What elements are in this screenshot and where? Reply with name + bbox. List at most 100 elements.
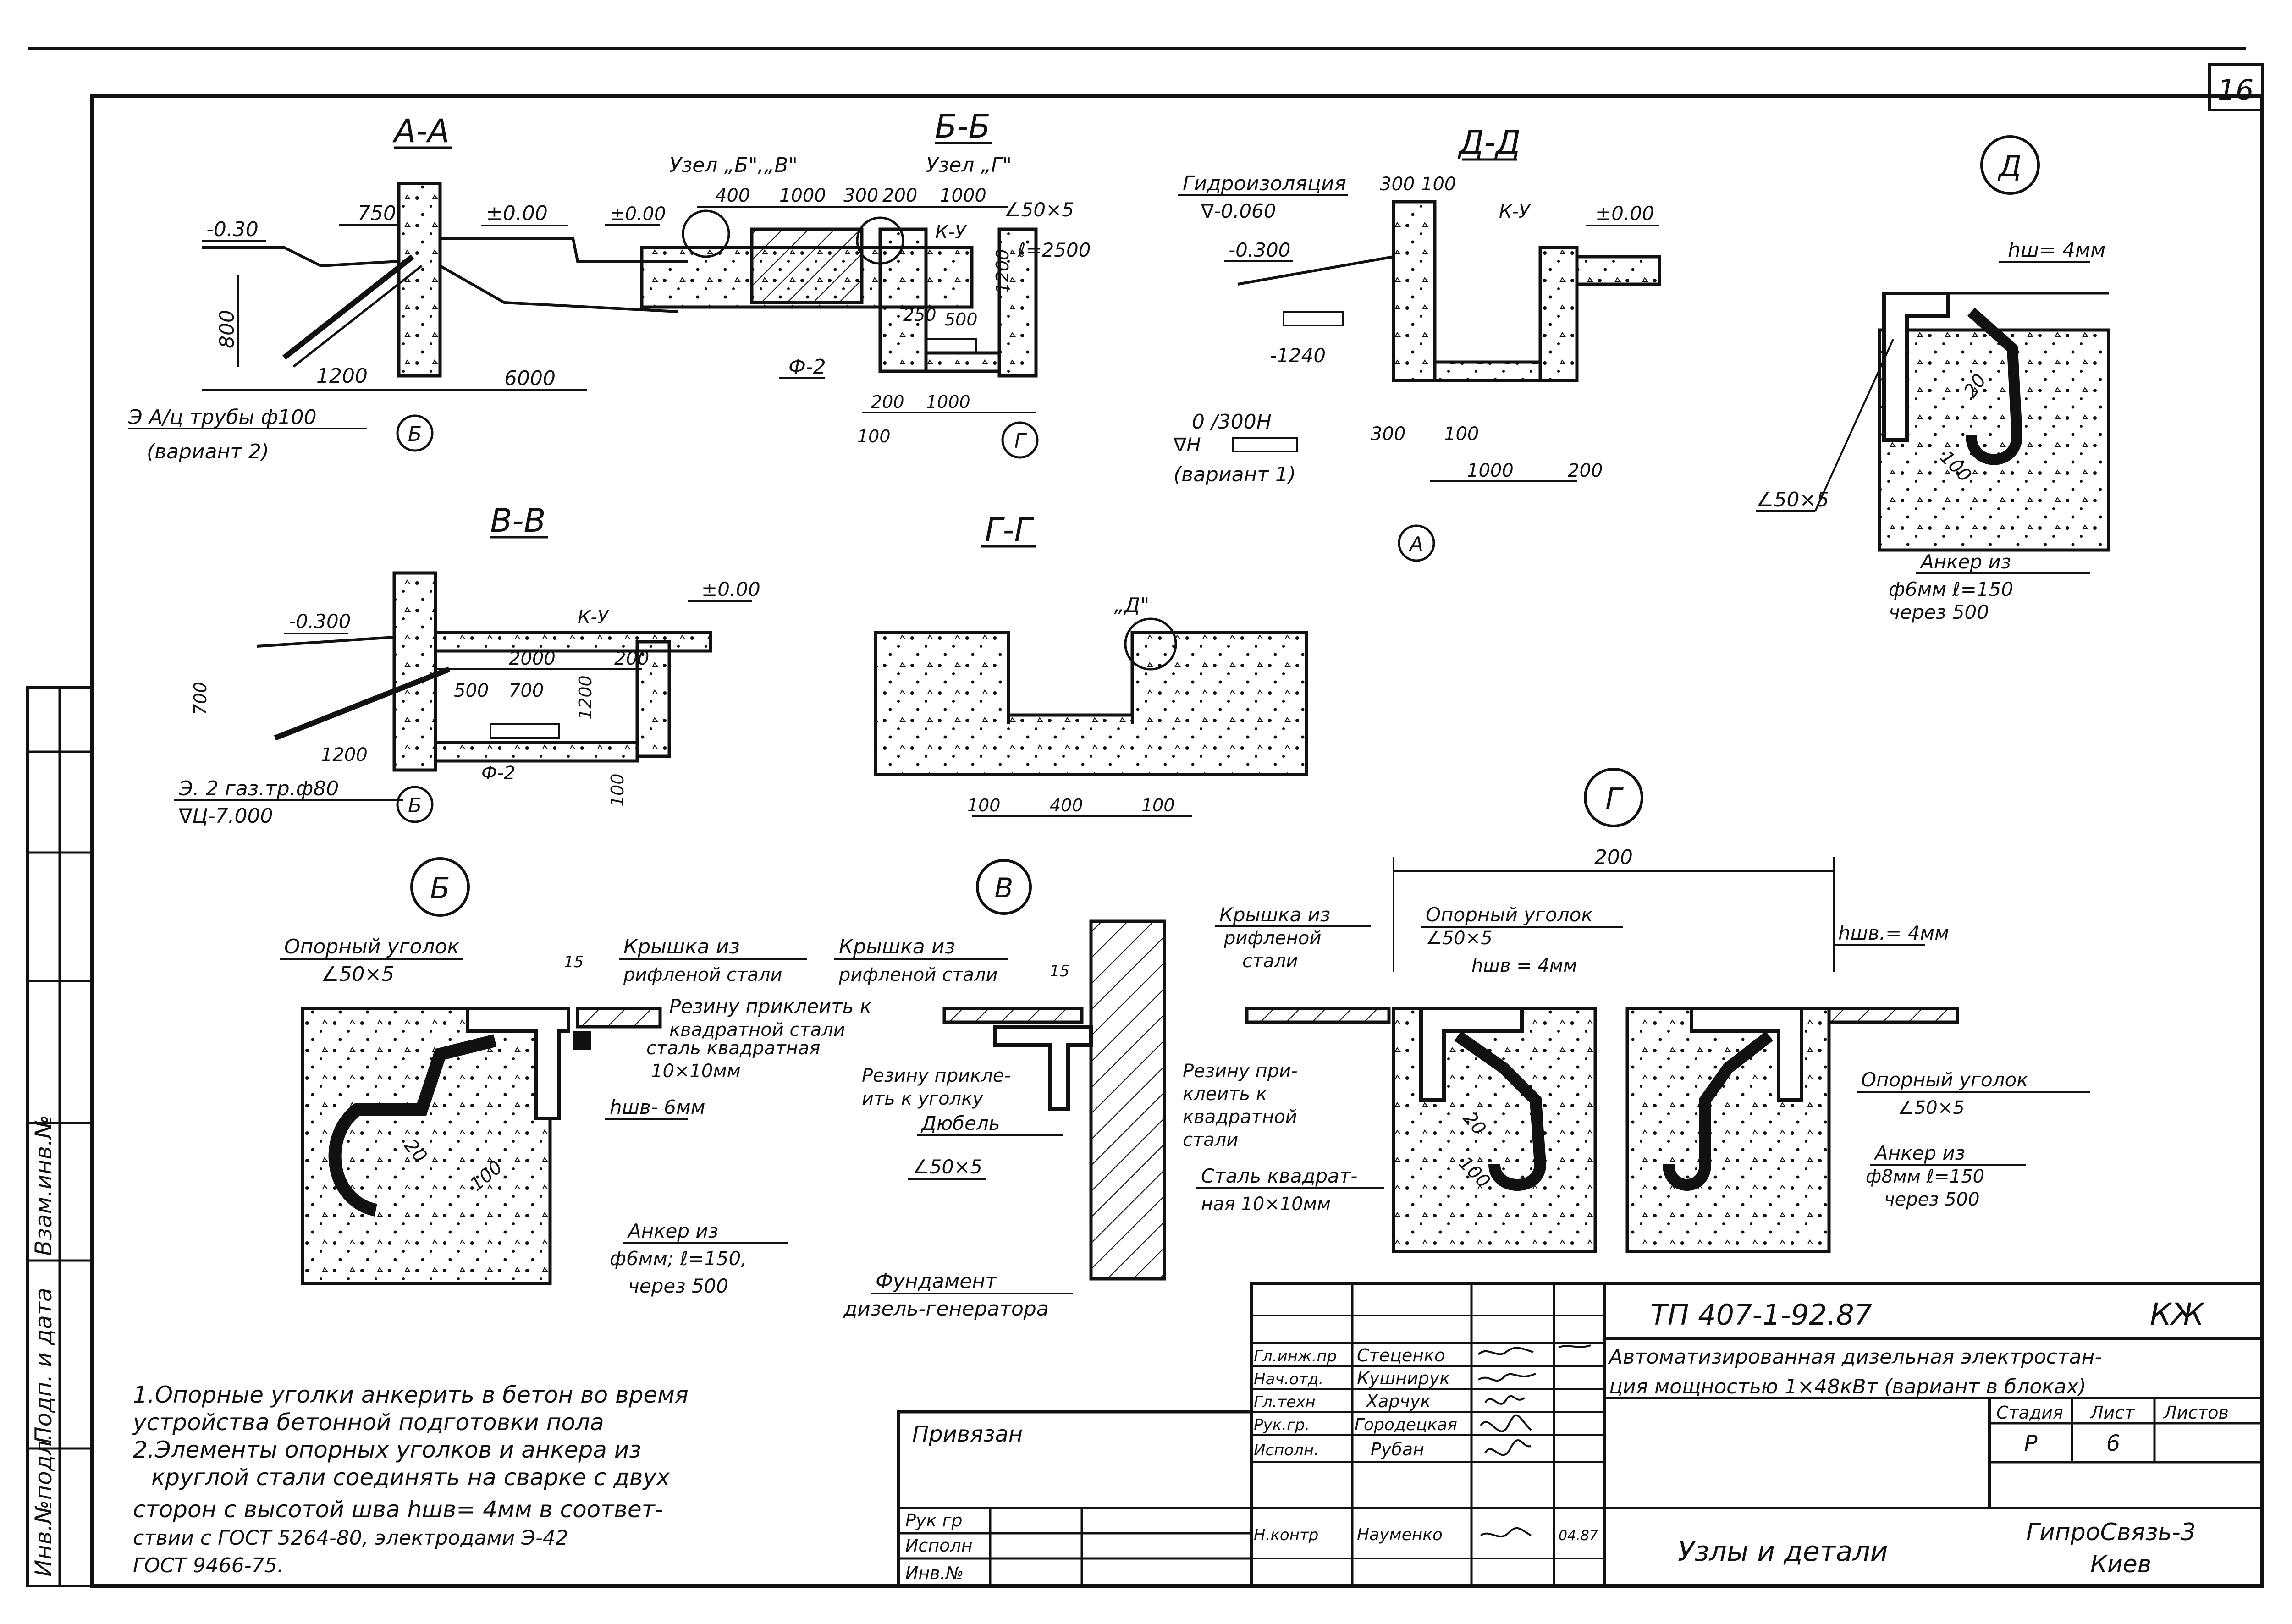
vv-dim-1200v: 1200 — [575, 675, 595, 720]
detail-v-dim15: 15 — [1050, 962, 1069, 980]
dd-note-variant: (вариант 1) — [1174, 463, 1296, 486]
stamp-sign: Подп. и дата — [30, 1288, 57, 1444]
gg-node: „Д" — [1114, 594, 1149, 617]
name-3: Харчук — [1365, 1391, 1431, 1411]
section-aa: А-А 750 ±0.00 -0.30 800 1200 6000 Э А/ц … — [128, 112, 688, 463]
bb-dim-1000c: 1000 — [926, 392, 970, 412]
section-dd: Д-Д Гидроизоляция ∇-0.060 300 100 ±0.00 … — [1173, 124, 1661, 562]
detail-g-header: Г 200 — [1393, 768, 1835, 972]
signatures — [1477, 1344, 1591, 1538]
detail-d-angle: ∠50×5 — [1756, 488, 1829, 512]
detail-b-angle-shape — [466, 1007, 570, 1120]
dd-level: ∇-0.060 — [1201, 200, 1276, 222]
doc-code: ТП 407-1-92.87 — [1650, 1298, 1872, 1332]
detail-g-anchor-3: через 500 — [1884, 1189, 1980, 1210]
vv-dim-1200: 1200 — [321, 744, 368, 765]
title-block: Привязан Рук гр Исполн Инв.№ Гл.инж.пр Н… — [897, 1282, 2264, 1588]
vv-slab — [434, 631, 712, 653]
dd-marker: А — [1408, 533, 1423, 556]
bb-level: ±0.00 — [610, 204, 666, 225]
section-vv: В-В -0.300 ±0.00 К-У 2000 200 500 700 12… — [174, 502, 760, 828]
detail-d-anchor-1: Анкер из — [1919, 551, 2011, 573]
bb-dim-1200: 1200 — [992, 249, 1013, 293]
detail-g-rubber-2: клеить к — [1183, 1084, 1267, 1105]
title-line-1: Автоматизированная дизельная электростан… — [1608, 1345, 2102, 1369]
detail-g-angle2: ∠50×5 — [1898, 1097, 1965, 1118]
bb-block — [750, 227, 864, 304]
detail-b-support: Опорный уголок — [284, 935, 459, 958]
detail-d-weld: hш= 4мм — [2008, 238, 2105, 262]
detail-b-lid-2: рифленой стали — [623, 964, 782, 985]
detail-b-angle: ∠50×5 — [321, 963, 394, 986]
detail-g-lid-left — [1245, 1007, 1391, 1024]
detail-g: Крышка из рифленой стали Опорный уголок … — [1183, 903, 2090, 1253]
dd-wall — [1392, 200, 1437, 382]
note-line-3: 2.Элементы опорных уголков и анкера из — [133, 1437, 641, 1463]
detail-v-angle: ∠50×5 — [912, 1156, 982, 1178]
detail-v-found-1: Фундамент — [876, 1270, 997, 1293]
detail-b-lid-1: Крышка из — [623, 935, 740, 958]
detail-b-label: Б — [430, 872, 450, 906]
vv-dim-100: 100 — [607, 773, 628, 807]
detail-b-lid — [576, 1007, 662, 1029]
detail-g-angle-right — [1690, 1007, 1803, 1102]
detail-g-rubber-3: квадратной — [1183, 1107, 1297, 1128]
gg-dim-100a: 100 — [967, 795, 1001, 815]
dd-note-0: 0 /300Н — [1192, 410, 1272, 434]
detail-v-foundation — [1089, 919, 1166, 1281]
detail-g-anchor-2: ф8мм ℓ=150 — [1866, 1166, 1984, 1187]
detail-d-anchor-2: ф6мм ℓ=150 — [1889, 578, 2013, 600]
privyazan-label: Привязан — [912, 1421, 1023, 1447]
name-5: Рубан — [1371, 1439, 1424, 1459]
detail-v-lid-2: рифленой стали — [838, 964, 997, 985]
aa-level-030: -0.30 — [206, 218, 259, 241]
vv-pipe — [274, 666, 451, 741]
bb-length: ℓ=2500 — [1017, 239, 1091, 261]
aa-dim-800: 800 — [215, 310, 239, 348]
detail-b: Б Опорный уголок ∠50×5 Крышка из рифлено… — [280, 857, 872, 1297]
privyazan-row-1: Рук гр — [905, 1510, 963, 1530]
bb-angle: ∠50×5 — [1004, 198, 1074, 221]
aa-note-variant: (вариант 2) — [147, 440, 269, 463]
bb-pit-wall — [997, 227, 1038, 378]
section-aa-title: А-А — [392, 112, 449, 150]
page-number-box: 16 — [2208, 63, 2264, 111]
detail-g-anchor-1: Анкер из — [1873, 1142, 1965, 1164]
sheets-header: Листов — [2163, 1403, 2229, 1423]
section-dd-title: Д-Д — [1458, 124, 1521, 161]
detail-g-angle-left — [1419, 1007, 1524, 1102]
dd-hydro: Гидроизоляция — [1183, 172, 1346, 195]
doc-mark: КЖ — [2150, 1297, 2205, 1332]
note-line-5: сторон с высотой шва hшв= 4мм в соответ- — [133, 1496, 663, 1523]
gg-slab — [874, 631, 1308, 776]
page-number: 16 — [2218, 73, 2254, 107]
detail-d-concrete — [1878, 328, 2110, 552]
detail-b-dim15: 15 — [564, 953, 584, 971]
gg-dim-100b: 100 — [1141, 795, 1175, 815]
note-line-1: 1.Опорные уголки анкерить в бетон во вре… — [133, 1382, 689, 1408]
detail-b-steel — [573, 1031, 591, 1050]
vv-dim-500: 500 — [454, 680, 489, 701]
detail-g-rubber-1: Резину при- — [1183, 1061, 1298, 1082]
vv-dim-700v: 700 — [190, 682, 210, 715]
aa-dim-750: 750 — [358, 202, 396, 225]
vv-level-030: -0.300 — [289, 610, 351, 633]
detail-v-dowel: Дюбель — [920, 1112, 1000, 1134]
section-vv-title: В-В — [490, 502, 545, 539]
vv-phi: Ф-2 — [481, 763, 515, 784]
dd-note-vn: ∇Н — [1173, 434, 1201, 456]
dd-dim-300: 300 — [1380, 174, 1415, 195]
detail-v-rubber-2: ить к уголку — [862, 1088, 984, 1109]
note-line-7: ГОСТ 9466-75. — [133, 1554, 284, 1577]
stage-header: Стадия — [1996, 1403, 2063, 1423]
name-2: Кушнирук — [1357, 1368, 1450, 1388]
section-gg-title: Г-Г — [985, 511, 1034, 549]
detail-g-weld: hшв = 4мм — [1471, 955, 1577, 976]
date-ncontr: 04.87 — [1559, 1528, 1598, 1544]
detail-d-label: Д — [1997, 150, 2022, 184]
detail-g-support2: Опорный уголок — [1861, 1068, 2028, 1091]
privyazan-row-3: Инв.№ — [905, 1563, 964, 1583]
detail-g-steel-1: Сталь квадрат- — [1201, 1165, 1357, 1187]
bb-dim-400: 400 — [715, 185, 750, 206]
